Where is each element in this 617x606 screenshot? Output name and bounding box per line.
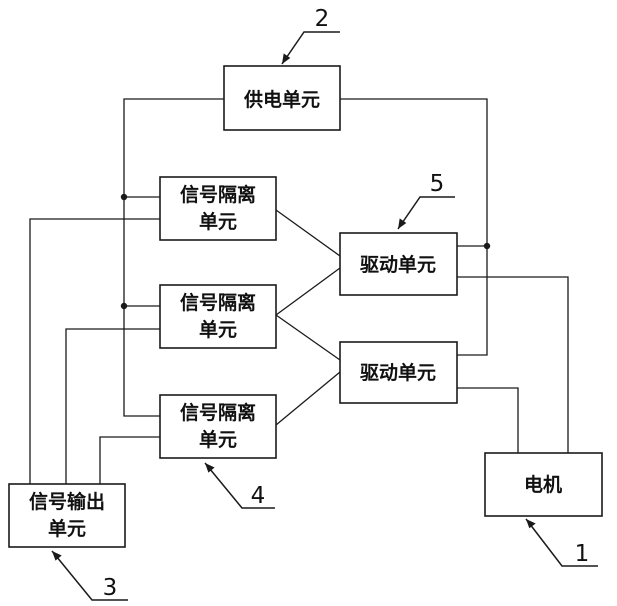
isolation-label-line2: 单元 (199, 318, 237, 341)
junction-dot (483, 242, 491, 250)
isolation-label-line2: 单元 (199, 210, 237, 233)
power-supply-label: 供电单元 (243, 88, 320, 111)
callout-number-power: 2 (315, 6, 330, 32)
output-label-line2: 单元 (48, 517, 86, 540)
leader-line (397, 196, 455, 230)
callout-output: 3 (51, 550, 128, 601)
link-iso1-drive1 (275, 209, 341, 257)
link-output-iso3 (99, 436, 160, 484)
link-drive2-motor (457, 387, 519, 453)
power-rail-left (123, 98, 224, 417)
link-iso2-drive1 (275, 267, 341, 316)
link-iso2-drive2 (275, 314, 341, 361)
leader-line (525, 518, 598, 567)
signal-output-unit: 信号输出 单元 (8, 483, 126, 548)
power-supply-unit: 供电单元 (223, 65, 341, 131)
isolation-label-line1: 信号隔离 (180, 291, 256, 314)
callout-number-motor: 1 (575, 541, 590, 567)
callout-drive: 5 (397, 171, 455, 230)
link-drive1-motor (457, 276, 569, 453)
drive-unit-1: 驱动单元 (339, 232, 458, 296)
leader-line (281, 31, 340, 65)
motor-unit: 电机 (484, 452, 603, 517)
drive-unit-label: 驱动单元 (360, 361, 436, 384)
junction-dot (120, 302, 128, 310)
wiring (29, 98, 569, 484)
output-label-line1: 信号输出 (29, 490, 105, 513)
callout-motor: 1 (525, 518, 598, 567)
arrowhead (282, 53, 291, 64)
arrowheads (52, 53, 536, 561)
link-output-iso2 (65, 328, 160, 484)
arrowhead (205, 463, 215, 473)
power-rail-right (340, 98, 488, 356)
isolation-label-line1: 信号隔离 (180, 183, 256, 206)
junction-dot (120, 193, 128, 201)
link-output-iso1 (29, 218, 160, 484)
isolation-label-line1: 信号隔离 (180, 401, 256, 424)
link-iso3-drive2 (275, 371, 341, 426)
callout-isolation: 4 (204, 462, 275, 509)
arrowhead (526, 519, 536, 529)
isolation-label-line2: 单元 (199, 428, 237, 451)
signal-isolation-unit-3: 信号隔离 单元 (159, 394, 277, 459)
motor-label: 电机 (524, 473, 562, 496)
callout-number-output: 3 (103, 575, 118, 601)
arrowhead (398, 218, 407, 229)
leader-line (51, 550, 128, 601)
signal-isolation-unit-2: 信号隔离 单元 (159, 284, 277, 349)
callout-number-isolation: 4 (251, 483, 266, 509)
drive-unit-2: 驱动单元 (339, 341, 458, 404)
signal-isolation-unit-1: 信号隔离 单元 (159, 176, 277, 241)
callout-power: 2 (281, 6, 340, 65)
arrowhead (52, 551, 62, 561)
leader-line (204, 462, 275, 509)
callout-number-drive: 5 (430, 171, 445, 197)
drive-unit-label: 驱动单元 (360, 253, 436, 276)
